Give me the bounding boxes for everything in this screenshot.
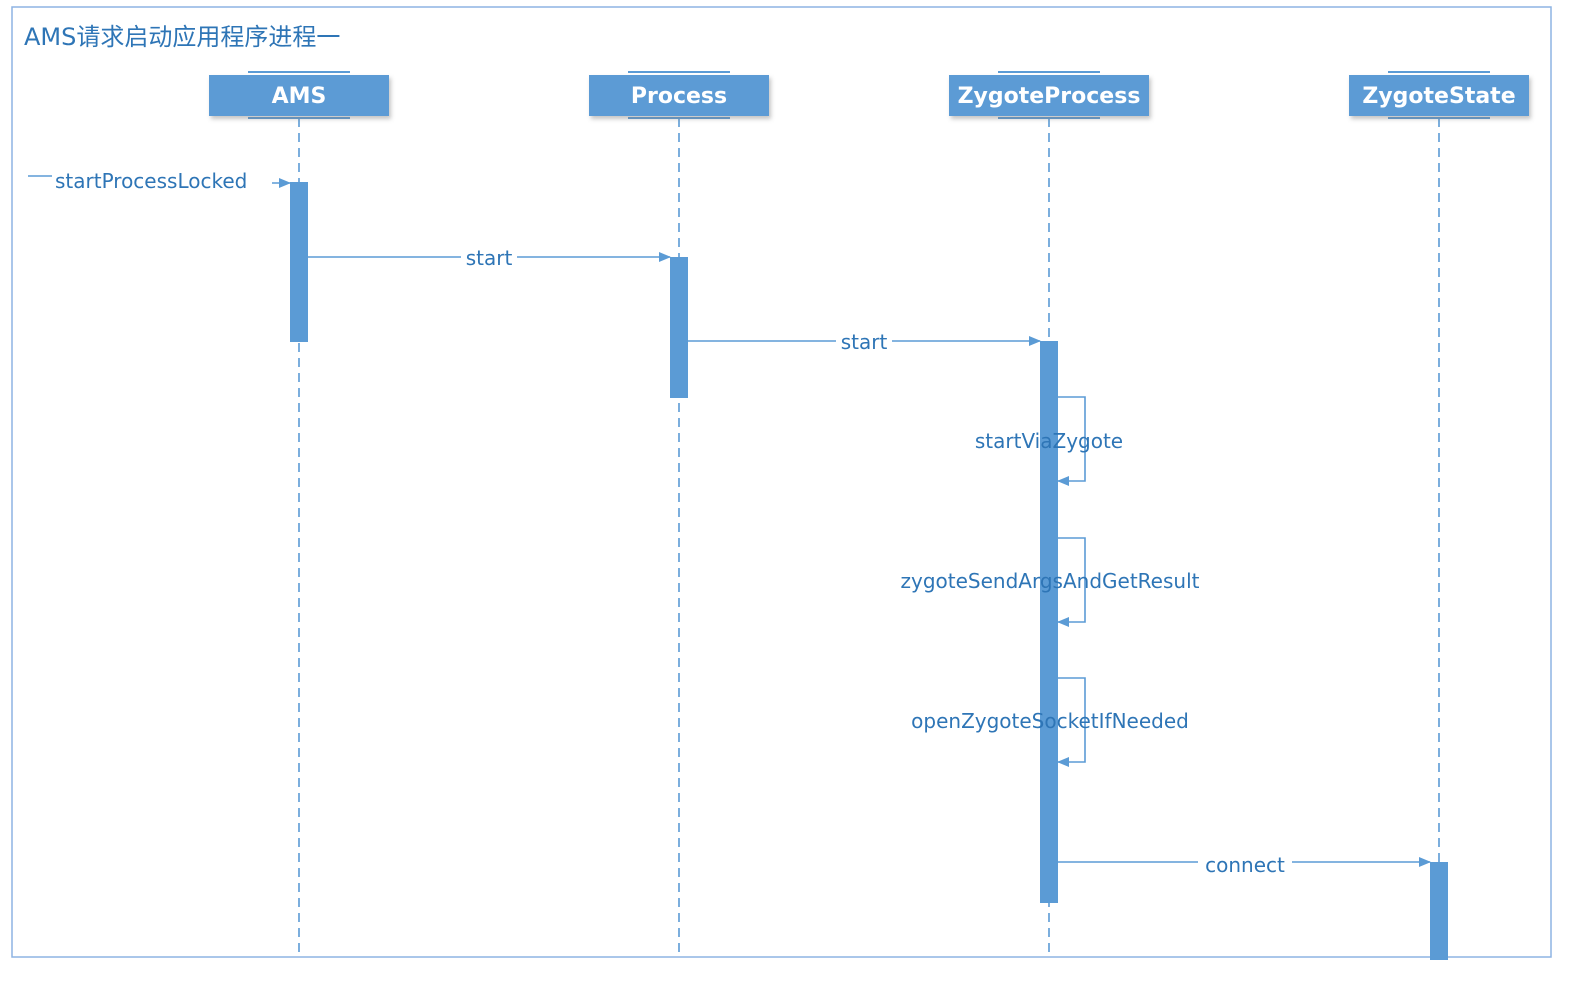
lifeline-header-process: Process: [589, 71, 769, 119]
message-label-start-2: start: [841, 330, 888, 354]
lifeline-header-ams: AMS: [209, 71, 389, 119]
message-openzygotesocketifneeded: openZygoteSocketIfNeeded: [911, 677, 1189, 767]
diagram-title: AMS请求启动应用程序进程一: [24, 23, 340, 51]
message-label-connect: connect: [1205, 853, 1285, 877]
activation-bar-process: [670, 257, 688, 398]
activation-bar-zygote-process: [1040, 341, 1058, 903]
lifeline-label-process: Process: [631, 84, 727, 109]
message-startviazygote: startViaZygote: [975, 396, 1123, 486]
lifeline-label-zygote-state: ZygoteState: [1362, 84, 1515, 109]
message-label-startprocesslocked: startProcessLocked: [55, 169, 247, 193]
message-startprocesslocked: startProcessLocked: [28, 169, 291, 193]
message-zygotesendargsandgetresult: zygoteSendArgsAndGetResult: [901, 537, 1200, 627]
activation-bar-ams: [290, 182, 308, 342]
activation-bar-zygote-state: [1430, 862, 1448, 960]
diagram-frame: [11, 6, 1552, 958]
message-label-zygotesendargsandgetresult: zygoteSendArgsAndGetResult: [901, 569, 1200, 593]
lifeline-header-zygote-process: ZygoteProcess: [949, 71, 1149, 119]
message-label-start-1: start: [466, 246, 513, 270]
lifeline-header-zygote-state: ZygoteState: [1349, 71, 1529, 119]
message-connect: connect: [1058, 850, 1431, 877]
message-start-process-to-zygoteprocess: start: [688, 329, 1041, 354]
message-label-openzygotesocketifneeded: openZygoteSocketIfNeeded: [911, 709, 1189, 733]
lifeline-label-zygote-process: ZygoteProcess: [958, 84, 1141, 109]
message-start-ams-to-process: start: [308, 245, 671, 270]
message-label-startviazygote: startViaZygote: [975, 429, 1123, 453]
lifeline-label-ams: AMS: [272, 84, 327, 109]
